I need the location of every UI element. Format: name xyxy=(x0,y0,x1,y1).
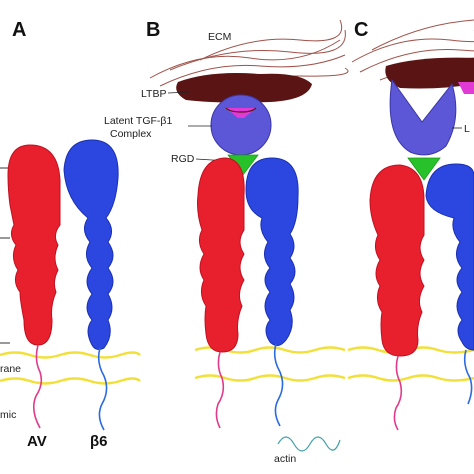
panel-a-letter: A xyxy=(12,19,26,41)
beta6-subunit-c xyxy=(425,163,474,405)
beta6-subunit-b xyxy=(245,157,299,427)
beta6-subunit-a xyxy=(63,139,119,431)
rgd-c xyxy=(407,157,441,181)
ltbp-pointer xyxy=(167,91,191,94)
alpha-v-label: AV xyxy=(27,433,47,450)
actin-filament xyxy=(277,436,341,452)
latent-complex-open-c xyxy=(389,78,457,156)
membrane-label: rane xyxy=(0,363,21,375)
latent-complex-b xyxy=(210,94,272,156)
latent-complex-label-1: Latent TGF-β1 xyxy=(104,115,172,127)
beta6-label: β6 xyxy=(90,433,108,450)
lap-pink-c xyxy=(458,82,474,94)
panel-c-label-partial: L xyxy=(464,123,470,135)
membrane-bottom-c xyxy=(347,374,474,382)
ltbp-c xyxy=(385,57,474,89)
cytoplasmic-label: mic xyxy=(0,409,16,421)
ltbp-label: LTBP xyxy=(141,88,166,100)
panel-a: A rane mic AV β6 xyxy=(0,19,141,450)
ecm-label: ECM xyxy=(208,31,231,43)
ltbp-b xyxy=(176,73,312,103)
panel-b: B ECM LTBP Latent TGF-β1 Complex RGD xyxy=(104,19,349,465)
panel-c-letter: C xyxy=(354,19,368,41)
latent-complex-label-2: Complex xyxy=(110,128,152,140)
panel-c: C L xyxy=(347,19,474,431)
alpha-v-subunit-c xyxy=(369,164,425,431)
membrane-bottom-a xyxy=(0,377,141,385)
membrane-bottom-b xyxy=(194,374,346,382)
alpha-v-subunit-b xyxy=(197,157,245,429)
rgd-label: RGD xyxy=(171,153,195,165)
lap-pink-b xyxy=(226,108,256,118)
panel-b-letter: B xyxy=(146,19,160,41)
alpha-v-subunit-a xyxy=(7,144,61,429)
actin-label: actin xyxy=(274,453,296,465)
membrane-top-a xyxy=(0,351,141,359)
